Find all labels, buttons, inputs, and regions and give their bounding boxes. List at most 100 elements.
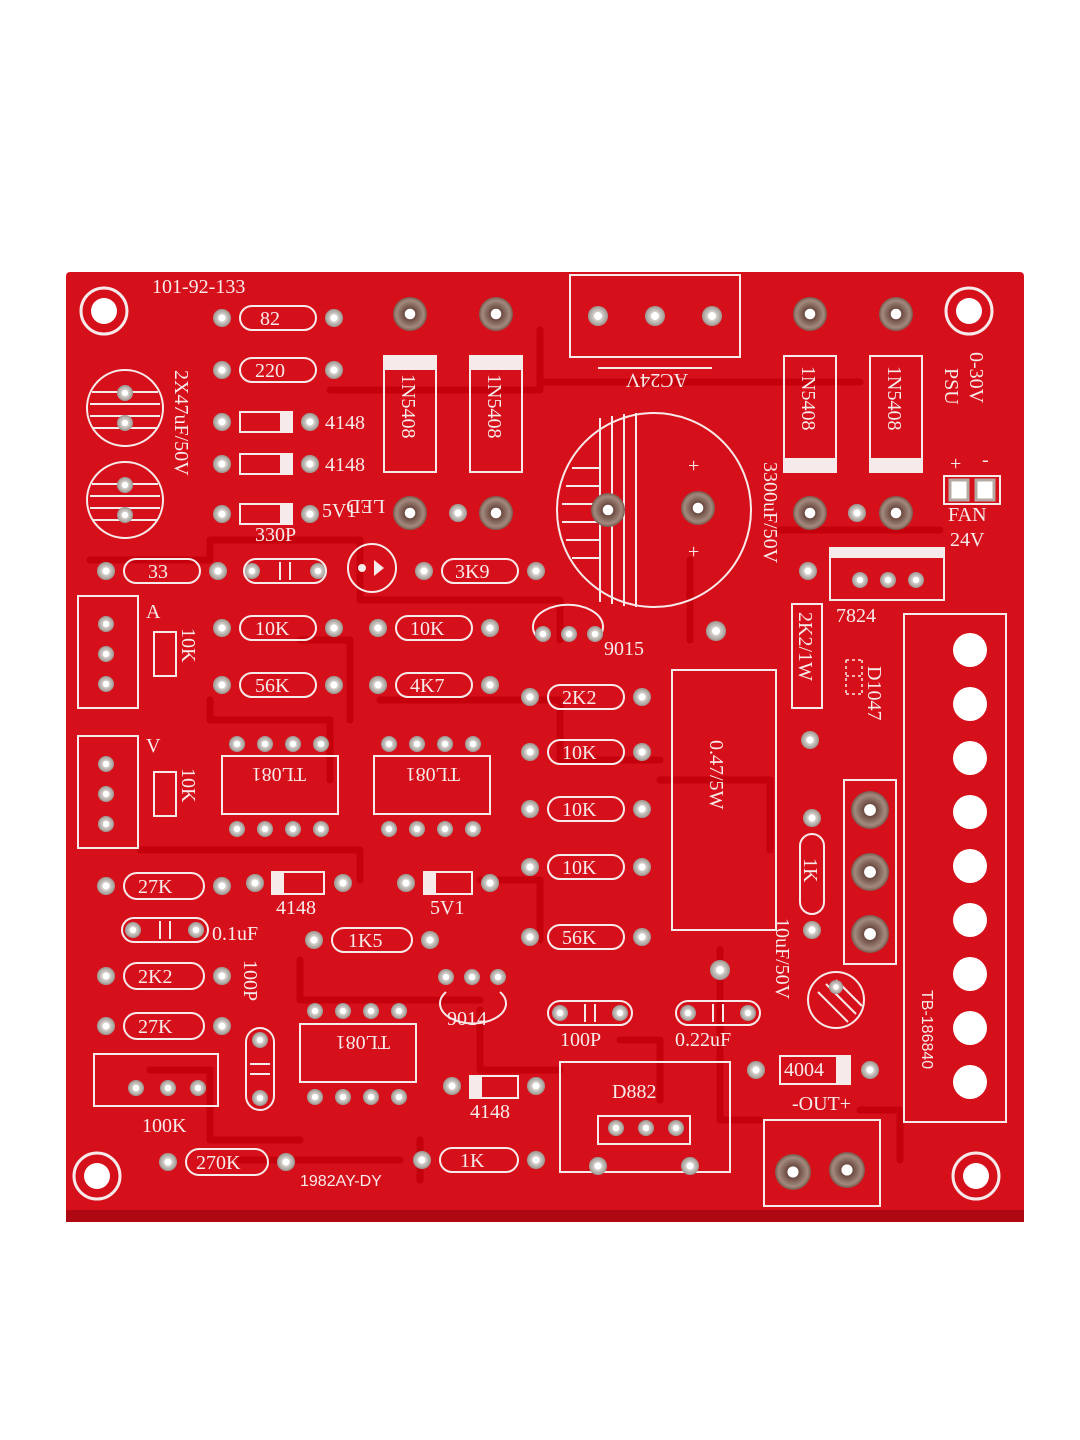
silkscreen-label: 4148 [470,1101,510,1123]
silkscreen-label: 4148 [325,412,365,434]
led-footprint: LED [346,495,397,593]
resistor-56k-b: 56K [521,924,651,950]
regulator-7824: 7824 [799,547,945,627]
potentiometer-100k: 100K [93,1053,219,1137]
silkscreen-label: 33 [148,561,168,583]
capacitor-3300uf: + + 3300uF/50V [556,412,781,608]
capacitor-47uf-a [86,369,164,447]
capacitor-47uf-b [86,461,164,539]
resistor-1k-h: 1K [413,1147,545,1173]
silkscreen-label: 3300uF/50V [759,462,781,564]
silkscreen-label: TL081 [336,1031,390,1053]
resistor-4k7: 4K7 [369,672,499,698]
diode-4148-b: 4148 [213,453,365,476]
resistor-10k-c: 10K [521,739,651,765]
ic-tl081-a: TL081 [221,736,339,837]
resistor-1k5: 1K5 [305,927,439,953]
silkscreen-label: 10K [177,628,199,663]
diode-4004: 4004 -OUT+ [747,1055,879,1115]
board-code-side: TB-186840 [918,990,935,1069]
capacitor-ceramic-a [243,558,327,584]
silkscreen-label: TL081 [406,763,460,785]
silkscreen-label: 4148 [276,897,316,919]
silkscreen-label: 27K [138,1016,173,1038]
mounting-holes [72,286,1001,1201]
resistor-3k9: 3K9 [415,558,545,584]
capacitor-0-22uf: 0.22uF [675,1000,761,1051]
silkscreen-label: 1N5408 [883,366,905,430]
silkscreen-label: 1K5 [348,930,382,952]
capacitor-10uf-label: 10uF/50V [771,918,793,1000]
caps-47uf-label: 2X47uF/50V [170,370,192,476]
capacitor-100p-h: 100P [547,1000,633,1051]
diode-1n5408-d: 1N5408 [869,297,923,530]
diode-1n5408-c: 1N5408 [783,297,866,530]
fan-header: + - [943,449,1001,505]
board-part-number: 101-92-133 [152,276,245,298]
silkscreen-label: D882 [612,1081,656,1103]
silkscreen-label: 27K [138,876,173,898]
silkscreen-label: 220 [255,360,285,382]
fan-label: FAN [948,504,987,526]
silkscreen-label: 1K [460,1150,485,1172]
silkscreen-label: 4004 [784,1059,824,1081]
board-code-bottom: 1982AY-DY [300,1173,382,1190]
silkscreen-label: 0.1uF [212,923,258,945]
output-terminal [763,1119,881,1207]
silkscreen-label: 2K2 [138,966,172,988]
led-display-d1047: D1047 [845,659,885,720]
silkscreen-label: 10K [562,742,597,764]
potentiometer-v: V 10K [77,735,199,849]
potentiometer-a: A 10K [77,595,199,709]
silkscreen-label: 10K [562,857,597,879]
silkscreen-label: 82 [260,308,280,330]
resistor-220: 220 [213,357,343,383]
resistor-1k-v: 1K [799,809,825,939]
silkscreen-label: 5V1 [430,897,464,919]
zener-5v1-a: 5V1 330P [213,500,356,546]
fan-voltage-label: 24V [950,529,985,551]
silkscreen-label: 10K [562,799,597,821]
led-label: LED [346,495,385,517]
silkscreen-label: 7824 [836,605,876,627]
resistor-10k-d: 10K [521,796,651,822]
board-title-line1: 0-30V [965,352,987,404]
silkscreen-label: 10K [410,618,445,640]
transistor-9014: 9014 [438,969,507,1030]
silkscreen-label: + [688,541,699,563]
ic-tl081-c: TL081 [299,1003,417,1105]
resistor-270k: 270K [159,1148,295,1176]
diode-4148-c: 4148 [246,871,352,919]
silkscreen-label: + [688,455,699,477]
silkscreen-label: 1N5408 [397,374,419,438]
silkscreen-label: 10K [255,618,290,640]
silkscreen-label: D1047 [863,666,885,720]
silkscreen-label: 2K2/1W [794,612,816,681]
resistor-10k-b: 10K [369,615,499,641]
silkscreen-label: 3K9 [455,561,489,583]
silkscreen-label: 9014 [447,1008,487,1030]
resistor-82: 82 [213,305,343,331]
diode-1n5408-b: 1N5408 [469,297,523,530]
diode-4148-a: 4148 [213,411,365,434]
resistor-56k-a: 56K [213,672,343,698]
silkscreen-label: 9015 [604,638,644,660]
capacitor-ceramic-vertical [245,1027,275,1111]
silkscreen-label: AC24V [625,369,688,391]
ic-tl081-b: TL081 [373,736,491,837]
resistor-2k2-b: 2K2 [97,962,231,990]
silkscreen-label: - [982,449,989,471]
resistor-10k-e: 10K [521,854,651,880]
resistor-33: 33 [97,558,227,584]
silkscreen-label: 100K [142,1115,187,1137]
meter-connector [903,613,1007,1123]
resistor-10k-a: 10K [213,615,343,641]
transistor-d882: D882 [559,1061,731,1175]
transistor-9015: 9015 [532,603,644,660]
resistor-047-5w: 0.47/5W [671,621,777,980]
silkscreen-label: 100P [560,1029,601,1051]
silkscreen-label: 4148 [325,454,365,476]
silkscreen-label: 1K [799,858,821,883]
silkscreen-label: 270K [196,1152,241,1174]
